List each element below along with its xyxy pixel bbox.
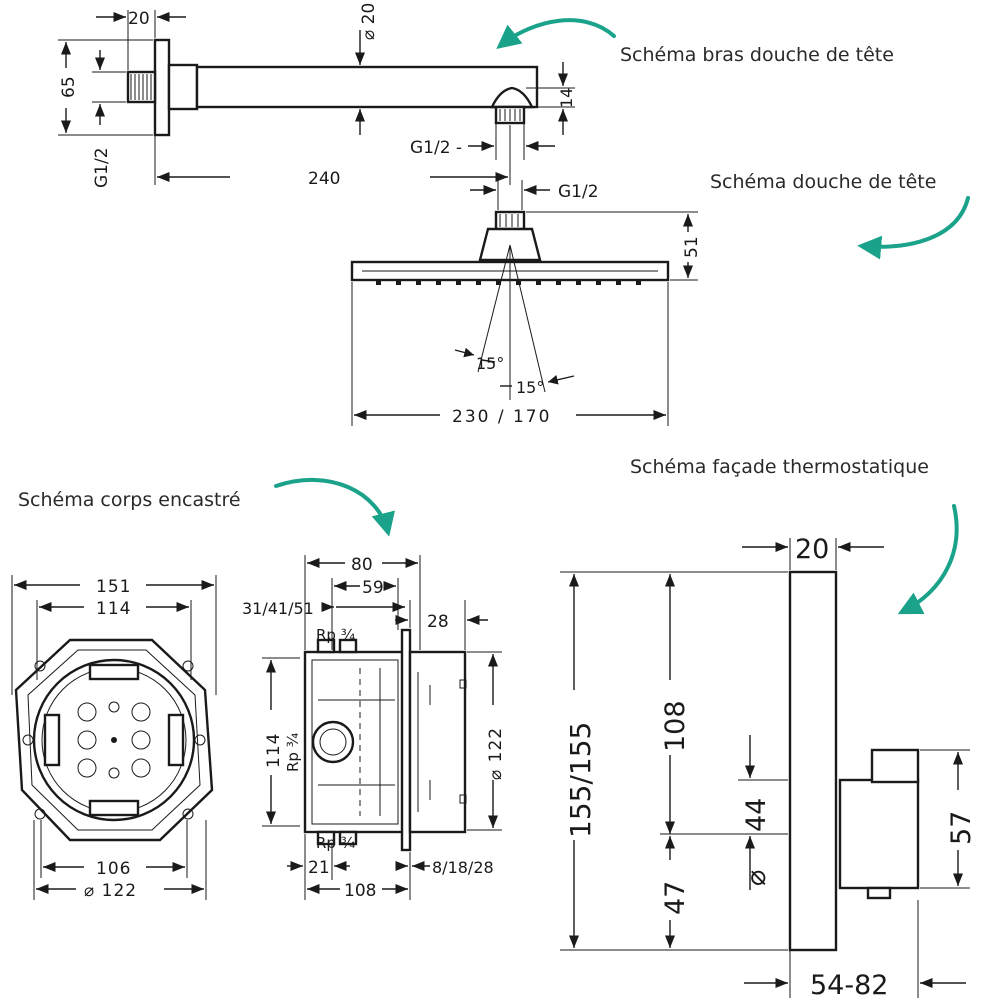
head-shower-drawing: G1/2 51 15° 15° 230 / 170 (350, 180, 702, 427)
teal-arrow-icon (496, 18, 616, 49)
dim-body-side-diameter: ⌀ 122 (486, 727, 506, 780)
dim-body-front-bottom-inner: 106 (96, 859, 131, 879)
dim-body-front-outer: 151 (96, 577, 131, 597)
dim-facade-108: 108 (660, 700, 691, 752)
body-side-cover (400, 628, 412, 852)
dim-facade-57: 57 (946, 811, 977, 845)
facade-handle-body (838, 778, 920, 890)
dim-body-front-inner: 114 (96, 599, 131, 619)
dim-body-side-21: 21 (308, 858, 330, 878)
dim-arm-diameter: ⌀ 20 (359, 3, 379, 40)
dim-facade-47: 47 (660, 881, 691, 915)
dim-body-side-cover-var: 8/18/28 (432, 858, 494, 877)
dim-body-side-80: 80 (351, 555, 373, 575)
dim-facade-projection: 54-82 (810, 970, 888, 1001)
body-side-port (311, 720, 355, 764)
teal-arrow-icon (857, 196, 970, 260)
dim-body-side-variable: 31/41/51 (242, 599, 314, 618)
label-body-thread-side: Rp ¾ (284, 732, 302, 772)
concealed-body-side-drawing: 80 59 31/41/51 28 Rp ¾ 114 Rp ¾ Rp ¾ ⌀ 1… (242, 555, 506, 901)
facade-plate (788, 570, 838, 952)
facade-handle-top (870, 748, 920, 784)
concealed-body-front-drawing: 151 114 106 ⌀ 122 (11, 575, 217, 901)
head-nozzles (376, 281, 641, 285)
dim-arm-thread-left: G1/2 (92, 147, 112, 188)
body-side-cartridge-box (408, 650, 467, 834)
dim-body-side-114: 114 (264, 733, 284, 768)
thermostat-facade-drawing: 20 155/155 108 44 ⌀ 47 57 54-82 (560, 534, 977, 1001)
dim-head-height: 51 (682, 236, 702, 258)
caption-concealed-body: Schéma corps encastré (18, 489, 241, 511)
dim-body-side-28: 28 (427, 612, 449, 632)
arm-outlet (490, 86, 534, 109)
teal-arrow-icon (897, 504, 959, 615)
caption-thermostat-facade: Schéma façade thermostatique (630, 456, 929, 478)
dim-body-side-108: 108 (344, 881, 376, 901)
shower-arm-drawing: 20 ⌀ 20 65 G1/2 240 14 (58, 3, 576, 189)
label-body-thread-bottom: Rp ¾ (316, 834, 356, 852)
dim-body-front-bottom-diameter: ⌀ 122 (84, 881, 137, 901)
teal-arrow-icon (274, 477, 395, 537)
dim-arm-width-flange: 20 (128, 9, 150, 29)
dim-head-width: 230 / 170 (452, 407, 551, 427)
dim-facade-44: 44 (741, 798, 772, 832)
dim-head-angle-left: 15° (476, 354, 504, 373)
dim-arm-outlet-thread: G1/2 - (410, 138, 462, 158)
dim-head-angle-right: 15° (516, 378, 544, 397)
dim-body-side-59: 59 (362, 578, 384, 598)
arm-wall-flange (153, 38, 171, 137)
caption-shower-arm: Schéma bras douche de tête (620, 44, 894, 66)
arm-tube (195, 65, 539, 109)
dim-facade-thickness: 20 (795, 534, 829, 565)
label-body-thread-top: Rp ¾ (316, 626, 356, 644)
dim-arm-height-flange: 65 (59, 76, 79, 98)
dim-head-thread: G1/2 (558, 182, 599, 202)
dim-arm-outlet-height: 14 (557, 88, 576, 108)
head-joint (478, 227, 542, 262)
dim-facade-total-height: 155/155 (564, 722, 597, 838)
caption-head-shower: Schéma douche de tête (710, 171, 936, 193)
dim-facade-diameter-mark: ⌀ (741, 870, 772, 886)
dim-arm-length: 240 (308, 169, 340, 189)
